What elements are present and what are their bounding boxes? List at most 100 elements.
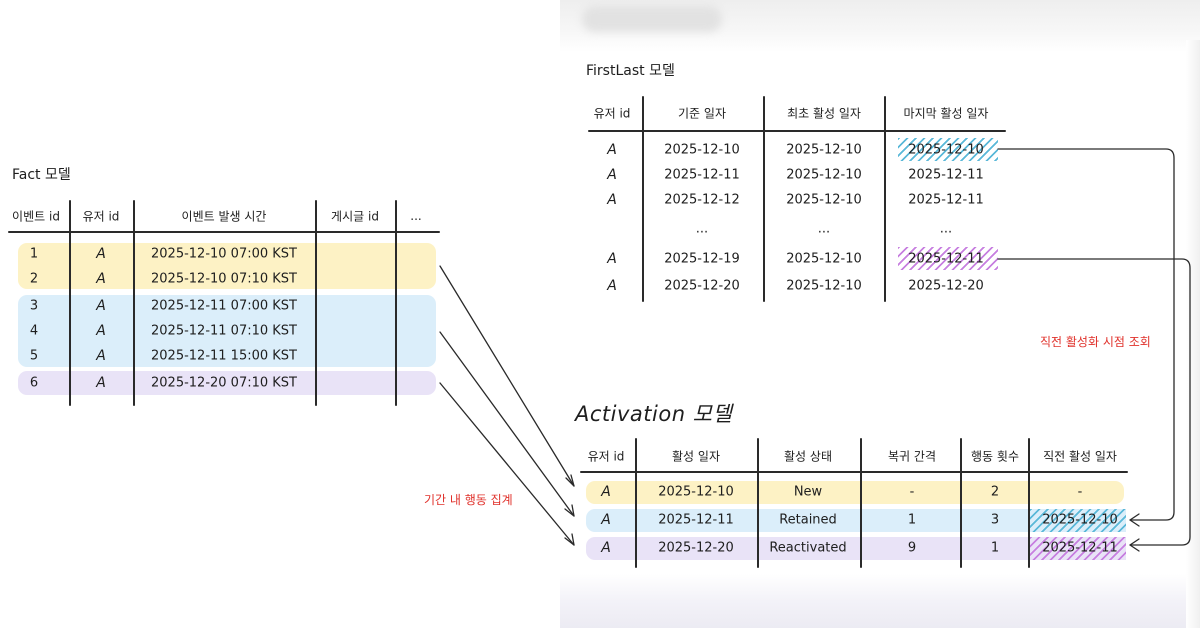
activation-header-user-id: 유저 id	[587, 449, 625, 464]
activation-cell-gap: 1	[907, 512, 917, 528]
firstlast-cell-first: 2025-12-10	[786, 278, 862, 294]
firstlast-title: FirstLast 모델	[586, 63, 675, 79]
fact-band-blue	[18, 295, 436, 367]
activation-header-count: 행동 횟수	[971, 449, 1019, 464]
activation-header-rule	[580, 471, 1128, 473]
arrowhead	[564, 533, 575, 546]
firstlast-cell-base: 2025-12-12	[664, 192, 740, 208]
activation-cell-gap: -	[909, 484, 915, 500]
firstlast-cell-last: 2025-12-11	[908, 251, 984, 267]
firstlast-cell-ellipsis: ...	[817, 221, 831, 237]
activation-header-prev-date: 직전 활성 일자	[1043, 449, 1117, 464]
fact-cell-user: A	[96, 246, 106, 262]
fact-cell-event-id: 2	[29, 271, 39, 287]
activation-column-divider	[860, 438, 862, 568]
fact-cell-user: A	[96, 298, 106, 314]
fact-band-yellow	[18, 243, 436, 289]
firstlast-cell-last: 2025-12-11	[908, 192, 984, 208]
firstlast-header-last-date: 마지막 활성 일자	[903, 106, 989, 121]
arrowhead	[565, 474, 575, 487]
firstlast-cell-base: 2025-12-10	[664, 142, 740, 158]
firstlast-cell-ellipsis: ...	[939, 221, 953, 237]
activation-cell-count: 3	[990, 512, 1000, 528]
fact-title: Fact 모델	[12, 167, 71, 183]
fact-column-divider	[395, 200, 397, 406]
fact-header-more: ...	[410, 209, 422, 223]
fact-cell-event-id: 5	[29, 348, 39, 364]
firstlast-cell-user: A	[607, 142, 617, 158]
hatch-highlight-prev-2025-12-10	[1030, 509, 1126, 532]
fact-cell-time: 2025-12-10 07:00 KST	[151, 246, 297, 262]
activation-cell-user: A	[601, 540, 611, 556]
hatch-highlight-prev-2025-12-11	[1030, 537, 1126, 560]
arrow-fact-purple-to-reactivated	[439, 382, 575, 546]
firstlast-cell-base: 2025-12-19	[664, 251, 740, 267]
activation-cell-gap: 9	[907, 540, 917, 556]
activation-column-divider	[757, 438, 759, 568]
activation-cell-prev: 2025-12-11	[1042, 540, 1118, 556]
arrow-fact-yellow-to-new	[439, 265, 575, 487]
activation-band-yellow	[586, 481, 1124, 504]
fact-cell-event-id: 6	[29, 375, 39, 391]
fact-cell-event-id: 1	[29, 246, 39, 262]
hatch-highlight-last-2025-12-10	[898, 138, 998, 161]
fact-cell-time: 2025-12-11 07:10 KST	[151, 323, 297, 339]
fact-header-rule	[8, 231, 440, 233]
activation-cell-prev: 2025-12-10	[1042, 512, 1118, 528]
fact-cell-time: 2025-12-20 07:10 KST	[151, 375, 297, 391]
fact-column-divider	[315, 200, 317, 406]
arrow-fact-blue-to-retained	[439, 331, 575, 517]
fact-header-event-time: 이벤트 발생 시간	[181, 209, 267, 224]
activation-cell-date: 2025-12-20	[658, 540, 734, 556]
fact-column-divider	[133, 200, 135, 406]
firstlast-cell-last: 2025-12-20	[908, 278, 984, 294]
fact-cell-event-id: 4	[29, 323, 39, 339]
firstlast-cell-first: 2025-12-10	[786, 167, 862, 183]
fact-cell-user: A	[96, 348, 106, 364]
arrow-last-active-to-prev-2025-12-11	[997, 258, 1191, 546]
firstlast-cell-base: 2025-12-11	[664, 167, 740, 183]
arrowhead	[564, 504, 575, 517]
firstlast-cell-user: A	[607, 167, 617, 183]
activation-cell-status: Reactivated	[769, 540, 847, 556]
fact-cell-time: 2025-12-10 07:10 KST	[151, 271, 297, 287]
firstlast-column-divider	[763, 96, 765, 302]
blurred-bottom-edge	[560, 574, 1200, 628]
activation-cell-date: 2025-12-11	[658, 512, 734, 528]
blurred-top-edge	[560, 0, 1200, 52]
activation-cell-count: 1	[990, 540, 1000, 556]
firstlast-cell-first: 2025-12-10	[786, 142, 862, 158]
firstlast-cell-ellipsis: ...	[695, 221, 709, 237]
fact-band-purple	[18, 371, 436, 395]
hatch-highlight-last-2025-12-11	[898, 247, 998, 270]
activation-cell-status: Retained	[779, 512, 837, 528]
firstlast-cell-last: 2025-12-10	[908, 142, 984, 158]
firstlast-header-base-date: 기준 일자	[678, 106, 726, 121]
activation-column-divider	[960, 438, 962, 568]
arrow-last-active-to-prev-2025-12-10	[997, 148, 1175, 521]
firstlast-cell-user: A	[607, 278, 617, 294]
fact-cell-event-id: 3	[29, 298, 39, 314]
firstlast-cell-user: A	[607, 192, 617, 208]
fact-cell-user: A	[96, 375, 106, 391]
annotation-aggregate: 기간 내 행동 집계	[424, 493, 513, 507]
firstlast-cell-first: 2025-12-10	[786, 192, 862, 208]
activation-cell-user: A	[601, 512, 611, 528]
fact-cell-time: 2025-12-11 15:00 KST	[151, 348, 297, 364]
fact-header-post-id: 게시글 id	[331, 209, 379, 224]
annotation-lookup: 직전 활성화 시점 조회	[1040, 335, 1151, 349]
blurred-pill	[582, 6, 722, 32]
firstlast-header-first-date: 최초 활성 일자	[787, 106, 861, 121]
firstlast-cell-last: 2025-12-11	[908, 167, 984, 183]
arrowhead	[1129, 538, 1140, 552]
firstlast-cell-base: 2025-12-20	[664, 278, 740, 294]
activation-title: Activation 모델	[575, 402, 733, 426]
firstlast-cell-user: A	[607, 251, 617, 267]
activation-band-blue	[586, 509, 1124, 532]
activation-header-gap: 복귀 간격	[888, 449, 936, 464]
arrowhead	[1129, 513, 1140, 527]
activation-header-status: 활성 상태	[784, 449, 832, 464]
activation-column-divider	[635, 438, 637, 568]
activation-header-date: 활성 일자	[672, 449, 720, 464]
